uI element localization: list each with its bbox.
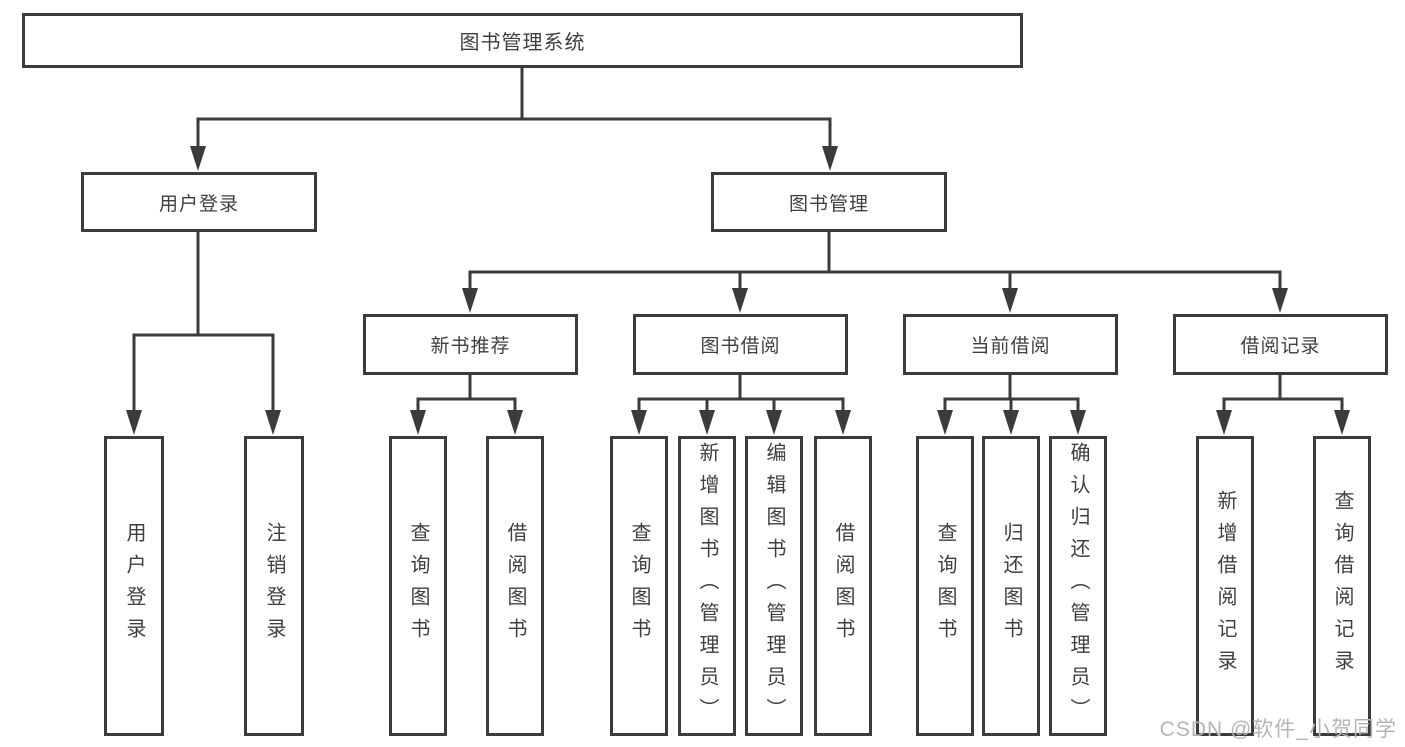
leaf-borrow-books-1: 借阅图书 — [486, 436, 544, 736]
connector-current-borrow-to-leaves — [943, 373, 1080, 414]
leaf-user-login: 用户登录 — [104, 436, 164, 736]
node-borrow-records: 借阅记录 — [1173, 314, 1388, 375]
leaf-query-books-2: 查询图书 — [610, 436, 668, 736]
node-book-borrow: 图书借阅 — [633, 314, 848, 375]
node-book-management: 图书管理 — [711, 172, 947, 232]
leaf-edit-book-admin: 编辑图书（管理员） — [745, 436, 803, 736]
node-library-system: 图书管理系统 — [22, 13, 1023, 68]
connector-book-mgmt-to-level3 — [468, 230, 1282, 292]
connector-book-borrow-to-leaves — [637, 373, 845, 414]
arrowheads — [126, 146, 1350, 435]
connector-borrow-records-to-leaves — [1222, 373, 1344, 414]
connector-new-book-to-leaves — [416, 373, 517, 414]
connector-root-to-level2 — [196, 66, 832, 150]
leaf-logout: 注销登录 — [244, 436, 304, 736]
node-new-book-recommend: 新书推荐 — [363, 314, 578, 375]
leaf-return-book: 归还图书 — [982, 436, 1040, 736]
node-current-borrow: 当前借阅 — [903, 314, 1118, 375]
leaf-confirm-return-admin: 确认归还（管理员） — [1049, 436, 1107, 736]
leaf-query-borrow-record: 查询借阅记录 — [1313, 436, 1371, 736]
leaf-query-books-1: 查询图书 — [389, 436, 447, 736]
connector-user-login-to-leaves — [132, 230, 275, 414]
leaf-query-books-3: 查询图书 — [916, 436, 974, 736]
node-user-login: 用户登录 — [81, 172, 317, 232]
leaf-add-borrow-record: 新增借阅记录 — [1196, 436, 1254, 736]
leaf-borrow-books-2: 借阅图书 — [814, 436, 872, 736]
leaf-add-book-admin: 新增图书（管理员） — [678, 436, 736, 736]
